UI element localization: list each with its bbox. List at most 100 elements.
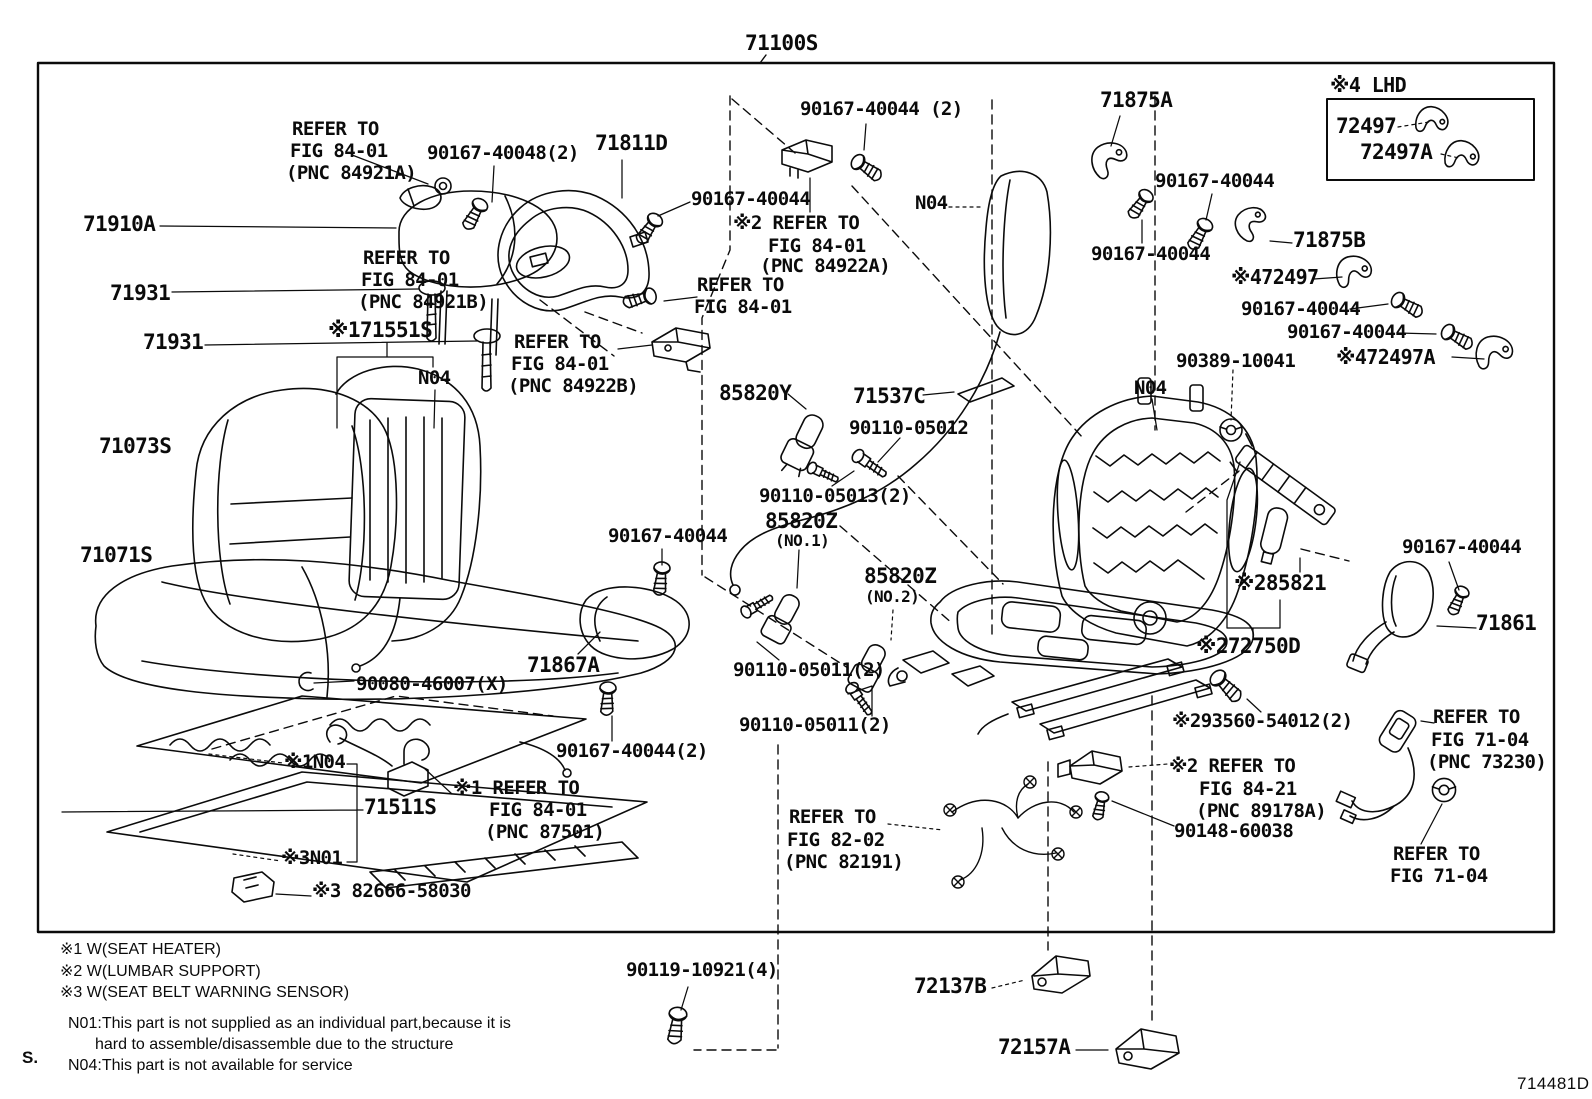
part-label: 90110-05013(2) — [759, 485, 911, 507]
part-label: 90167-40044 — [691, 188, 811, 210]
legend-item: ※3 W(SEAT BELT WARNING SENSOR) — [60, 982, 349, 1004]
part-label: (PNC 84922B) — [508, 375, 639, 397]
part-label: 72137B — [914, 974, 987, 998]
part-label: 90119-10921(4) — [626, 959, 778, 981]
part-label: FIG 84-21 — [1199, 778, 1297, 800]
part-label: N04 — [1134, 377, 1167, 399]
part-label: ※3 82666-58030 — [312, 880, 471, 902]
track-cover-72137b — [1032, 956, 1090, 993]
part-label: ※293560-54012(2) — [1172, 710, 1353, 732]
front-seat-board — [580, 587, 689, 659]
belt-guide-71861 — [1346, 562, 1433, 674]
part-label: 71073S — [99, 434, 172, 458]
part-label: N04 — [915, 192, 948, 214]
seat-slide-rails — [978, 659, 1212, 740]
part-label: FIG 84-01 — [511, 353, 609, 375]
part-label: (PNC 84921B) — [358, 291, 489, 313]
seat-frame-back — [1053, 378, 1262, 646]
part-label: ※171551S — [328, 318, 433, 342]
note-code: N04 — [68, 1057, 98, 1074]
part-label: FIG 84-01 — [489, 799, 587, 821]
part-label: 90110-05012 — [849, 417, 969, 439]
seatback-pad-with-heater — [336, 366, 481, 672]
part-label: FIG 84-01 — [361, 269, 459, 291]
assembly-number: 71100S — [745, 31, 818, 55]
part-label: ※2 REFER TO — [733, 212, 860, 234]
part-label: 71931 — [110, 281, 171, 305]
part-label: FIG 71-04 — [1390, 865, 1488, 887]
part-label: 71875B — [1293, 228, 1366, 252]
note-text: hard to assemble/disassemble due to the … — [95, 1036, 454, 1053]
part-label: ※472497 — [1231, 265, 1319, 289]
part-label: ※285821 — [1234, 571, 1327, 595]
drawing-number: 714481D — [1517, 1074, 1590, 1093]
part-label: FIG 71-04 — [1431, 729, 1529, 751]
part-label: REFER TO — [1393, 843, 1480, 865]
part-label: 90167-40044 — [1091, 243, 1211, 265]
note-code: N01 — [68, 1015, 98, 1032]
stabilizer-bracket-72750d — [1225, 434, 1342, 532]
part-label: 85820Z — [864, 564, 937, 588]
seatback-cover — [193, 388, 397, 641]
part-label: ※4 LHD — [1330, 73, 1407, 97]
part-label: 85820Z — [765, 509, 838, 533]
lumbar-switch-box — [782, 140, 832, 178]
part-label: REFER TO — [697, 274, 784, 296]
part-label: ※472497A — [1336, 345, 1436, 369]
part-label: 90110-05011(2) — [739, 714, 891, 736]
track-cover-72157a — [1116, 1029, 1179, 1069]
note-text: This part is not available for service — [101, 1057, 353, 1074]
part-label: (NO.2) — [865, 587, 920, 606]
legend-text: W(LUMBAR SUPPORT) — [86, 962, 261, 980]
part-label: 90167-40044(2) — [556, 740, 708, 762]
seatbelt-warning-connector — [232, 872, 274, 902]
legend-text: W(SEAT HEATER) — [86, 941, 221, 958]
part-label: ※3N01 — [281, 847, 343, 869]
seat-frame-cushion-pan — [888, 581, 1253, 686]
recliner-inner-cover-bracket — [652, 328, 710, 372]
part-label: 85820Y — [719, 381, 792, 405]
part-label: (PNC 84921A) — [286, 162, 417, 184]
part-label: 72497A — [1360, 140, 1433, 164]
part-label: (PNC 89178A) — [1196, 800, 1327, 822]
part-label: 71867A — [527, 653, 600, 677]
belt-buckle-assembly — [1336, 708, 1418, 823]
cushion-heater-pad — [137, 696, 586, 783]
seatback-side-shield — [498, 191, 649, 311]
seat-cushion-pad — [107, 772, 647, 888]
leader-lines — [62, 116, 1484, 1050]
part-label: 90080-46007(X) — [356, 673, 508, 695]
recline-cover-clip — [400, 178, 451, 209]
part-label: N04 — [418, 367, 451, 389]
part-label: 71910A — [83, 212, 156, 236]
part-label: 90389-10041 — [1176, 350, 1296, 372]
note-text: This part is not supplied as an individu… — [101, 1015, 511, 1032]
seat-switch-85820y — [775, 410, 828, 480]
lumbar-motor — [1058, 751, 1122, 784]
part-label: ※2 REFER TO — [1169, 755, 1296, 777]
headrest-support-pins — [419, 281, 500, 391]
part-label: 71931 — [143, 330, 204, 354]
heater-connector-plug — [327, 725, 429, 796]
dotted-leaders — [209, 122, 1459, 988]
part-label: 71861 — [1476, 611, 1537, 635]
note-line: hard to assemble/disassemble due to the … — [68, 1034, 511, 1055]
part-label: REFER TO — [1433, 706, 1520, 728]
part-label: 90167-40044 — [1155, 170, 1275, 192]
part-label: 90148-60038 — [1174, 820, 1294, 842]
part-label: 72497 — [1336, 114, 1397, 138]
wiring-harness — [944, 776, 1082, 888]
corner-mark: S. — [22, 1048, 39, 1067]
part-label: REFER TO — [363, 247, 450, 269]
part-label: 90167-40044 — [1287, 321, 1407, 343]
part-label: REFER TO — [514, 331, 601, 353]
part-label: 90167-40048(2) — [427, 142, 579, 164]
note-line: N04:This part is not available for servi… — [68, 1057, 353, 1074]
part-label: 90167-40044 — [1402, 536, 1522, 558]
diagram-border — [38, 63, 1554, 932]
part-label: 71511S — [364, 795, 437, 819]
part-label: ※272750D — [1196, 634, 1301, 658]
part-label: FIG 82-02 — [787, 829, 885, 851]
